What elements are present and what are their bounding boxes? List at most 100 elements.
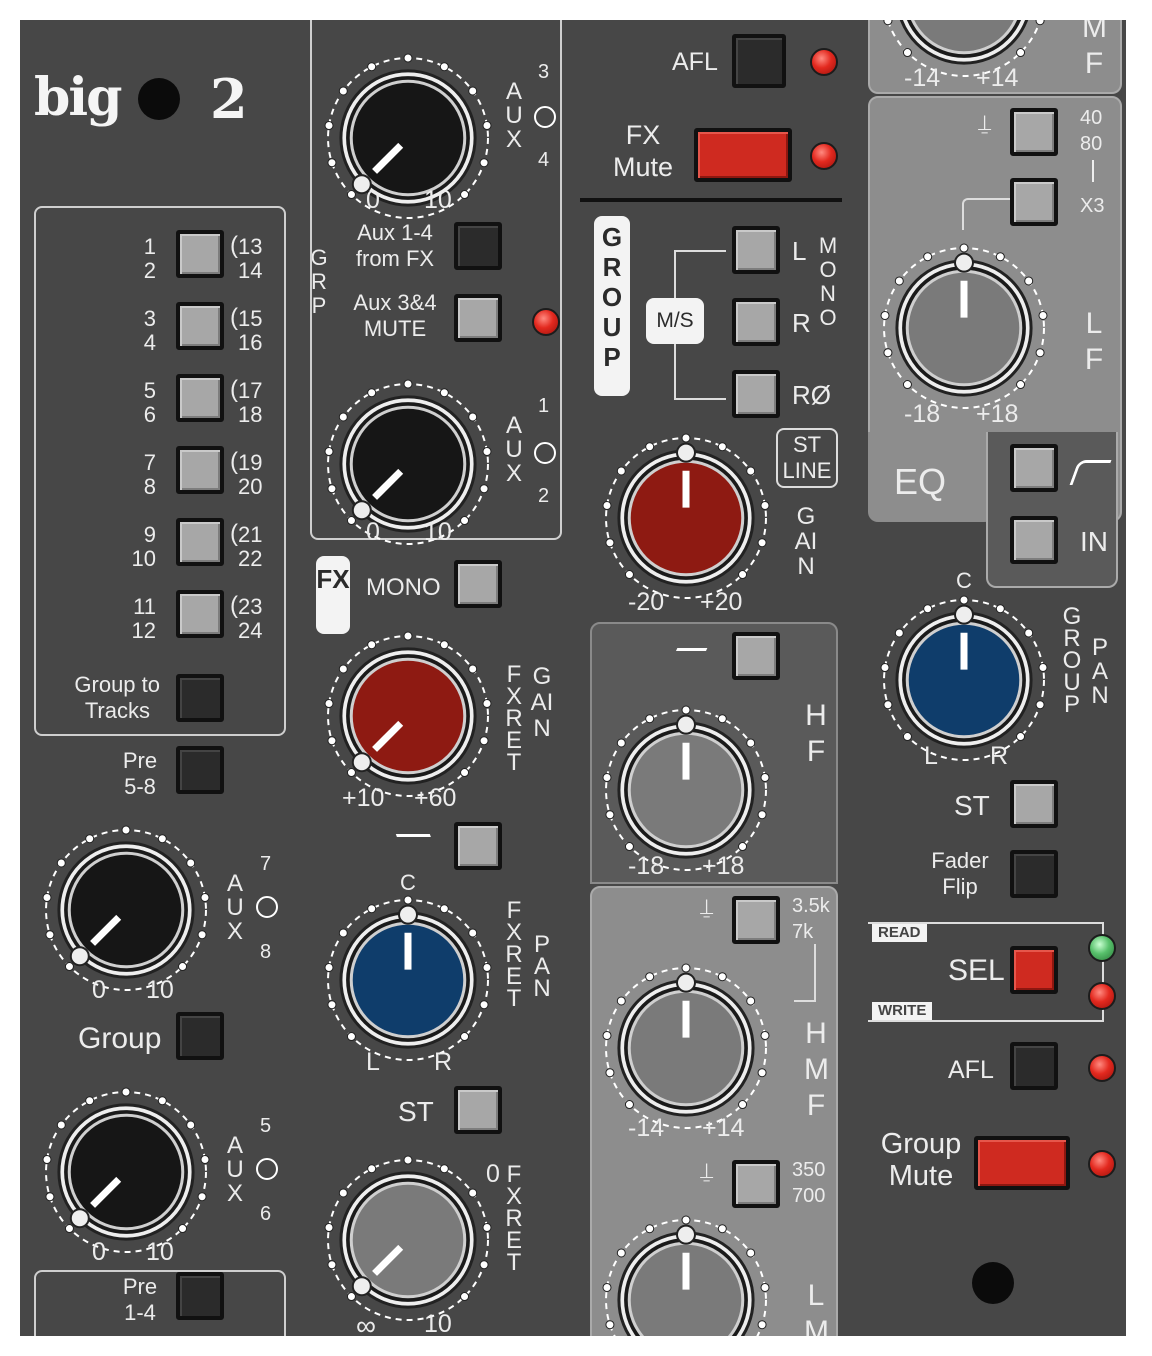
knob-scale-dot <box>479 736 489 746</box>
group-button[interactable] <box>176 1012 224 1060</box>
knob-scale-dot <box>157 834 167 844</box>
knob-scale-dot <box>681 963 691 973</box>
aux-1-4-fx-label-1: Aux 1-4 <box>357 220 433 245</box>
group-assign-button[interactable] <box>176 590 224 638</box>
eq-hpf-button[interactable] <box>1010 444 1058 492</box>
fx-ret-gain-knob[interactable] <box>322 630 494 802</box>
group-assign-button[interactable] <box>176 230 224 278</box>
input-gain-knob[interactable] <box>600 432 772 604</box>
aux-7-8-knob[interactable] <box>40 824 212 996</box>
fx-ret-level-knob[interactable] <box>322 1154 494 1326</box>
knob-scale-dot <box>346 1032 356 1042</box>
knob-scale-dot <box>624 1100 634 1110</box>
knob-scale-dot <box>624 842 634 852</box>
lf-freq-button[interactable] <box>1010 178 1058 226</box>
lf-gain-knob[interactable] <box>878 242 1050 414</box>
hmf-q-button[interactable] <box>732 896 780 944</box>
lf-min: -18 <box>904 400 941 428</box>
knob-scale-dot <box>738 1100 748 1110</box>
aux-5-6-knob[interactable] <box>40 1086 212 1258</box>
hf-shelf-button[interactable] <box>732 632 780 680</box>
knob-scale-dot <box>45 930 55 940</box>
group-assign-button[interactable] <box>176 302 224 350</box>
lf-q-button[interactable] <box>1010 108 1058 156</box>
knob-scale-dot <box>1038 310 1048 320</box>
pre-1-4-button[interactable] <box>176 1272 224 1320</box>
mf-min: -14 <box>904 64 941 92</box>
mf-gain-knob[interactable] <box>878 20 1050 82</box>
hf-min: -18 <box>628 852 665 880</box>
lmf-gain-knob[interactable] <box>600 1214 772 1336</box>
knob-scale-dot <box>482 120 492 130</box>
group-row-number-c: 21 <box>238 522 263 547</box>
group-pan-knob[interactable] <box>878 594 1050 766</box>
aux-1-2-knob[interactable] <box>322 378 494 550</box>
fx-ret-level-label: FX RET <box>505 1161 523 1276</box>
aux-7-8-link-icon <box>256 896 278 918</box>
fx-ret-pan-knob[interactable] <box>322 894 494 1066</box>
knob-scale-dot <box>42 892 52 902</box>
afl-button-bottom[interactable] <box>1010 1042 1058 1090</box>
lf-shelf-icon: ⍊ <box>978 110 992 135</box>
knob-graphic <box>883 20 1045 77</box>
fx-st-button[interactable] <box>454 1086 502 1134</box>
fader-flip-button[interactable] <box>1010 850 1058 898</box>
eq-in-button[interactable] <box>1010 516 1058 564</box>
fx-pan-right: R <box>434 1048 453 1076</box>
hmf-label: HMF <box>804 1017 829 1122</box>
aux-3-4-knob[interactable] <box>322 52 494 224</box>
knob-scale-dot <box>894 276 904 286</box>
group-row-number-a: 1 <box>143 234 156 259</box>
knob-scale-dot <box>738 570 748 580</box>
knob-graphic <box>880 595 1048 761</box>
lmf-label: LMF <box>804 1279 829 1336</box>
sel-button[interactable] <box>1010 946 1058 994</box>
knob-scale-dot <box>403 1155 413 1165</box>
fx-mono-button[interactable] <box>454 560 502 608</box>
knob-scale-dot <box>327 484 337 494</box>
knob-scale-dot <box>327 736 337 746</box>
afl-led-top <box>810 48 838 76</box>
knob-graphic <box>602 705 770 871</box>
aux-3-4-mute-button[interactable] <box>454 294 502 342</box>
panel-screw-hole <box>972 1262 1014 1304</box>
fx-mute-label-2: Mute <box>612 152 674 182</box>
fader-flip-label-2: Flip <box>942 874 978 899</box>
hf-gain-knob[interactable] <box>600 704 772 876</box>
group-assign-button[interactable] <box>176 446 224 494</box>
knob-scale-dot <box>645 1224 655 1234</box>
knob-scale-dot <box>757 1068 767 1078</box>
knob-scale-dot <box>616 738 626 748</box>
knob-scale-dot <box>403 895 413 905</box>
aux-1-2-link-icon <box>534 442 556 464</box>
hmf-max: +14 <box>702 1114 745 1142</box>
knob-scale-dot <box>717 714 727 724</box>
group-st-button[interactable] <box>1010 780 1058 828</box>
aux-1-4-from-fx-button[interactable] <box>454 222 502 270</box>
group-assign-button[interactable] <box>176 374 224 422</box>
fx-mute-button[interactable] <box>694 128 792 182</box>
knob-scale-dot <box>197 930 207 940</box>
group-row-number-b: 2 <box>143 258 156 283</box>
knob-scale-dot <box>338 928 348 938</box>
knob-scale-dot <box>717 442 727 452</box>
group-mute-button[interactable] <box>974 1136 1070 1190</box>
hmf-shelf-icon: ⍊ <box>700 894 714 919</box>
knob-scale-dot <box>645 972 655 982</box>
group-row-number-a: 11 <box>133 594 156 619</box>
hmf-freq-2: 7k <box>792 921 814 943</box>
afl-button-top[interactable] <box>732 34 786 88</box>
knob-scale-dot <box>479 1260 489 1270</box>
fx-hpf-button[interactable] <box>454 822 502 870</box>
group-rphase-button[interactable] <box>732 370 780 418</box>
group-l-button[interactable] <box>732 226 780 274</box>
knob-scale-dot <box>460 516 470 526</box>
group-to-tracks-button[interactable] <box>176 674 224 722</box>
group-r-button[interactable] <box>732 298 780 346</box>
hmf-gain-knob[interactable] <box>600 962 772 1134</box>
lmf-q-button[interactable] <box>732 1160 780 1208</box>
knob-scale-dot <box>616 466 626 476</box>
group-assign-button[interactable] <box>176 518 224 566</box>
pre-5-8-button[interactable] <box>176 746 224 794</box>
